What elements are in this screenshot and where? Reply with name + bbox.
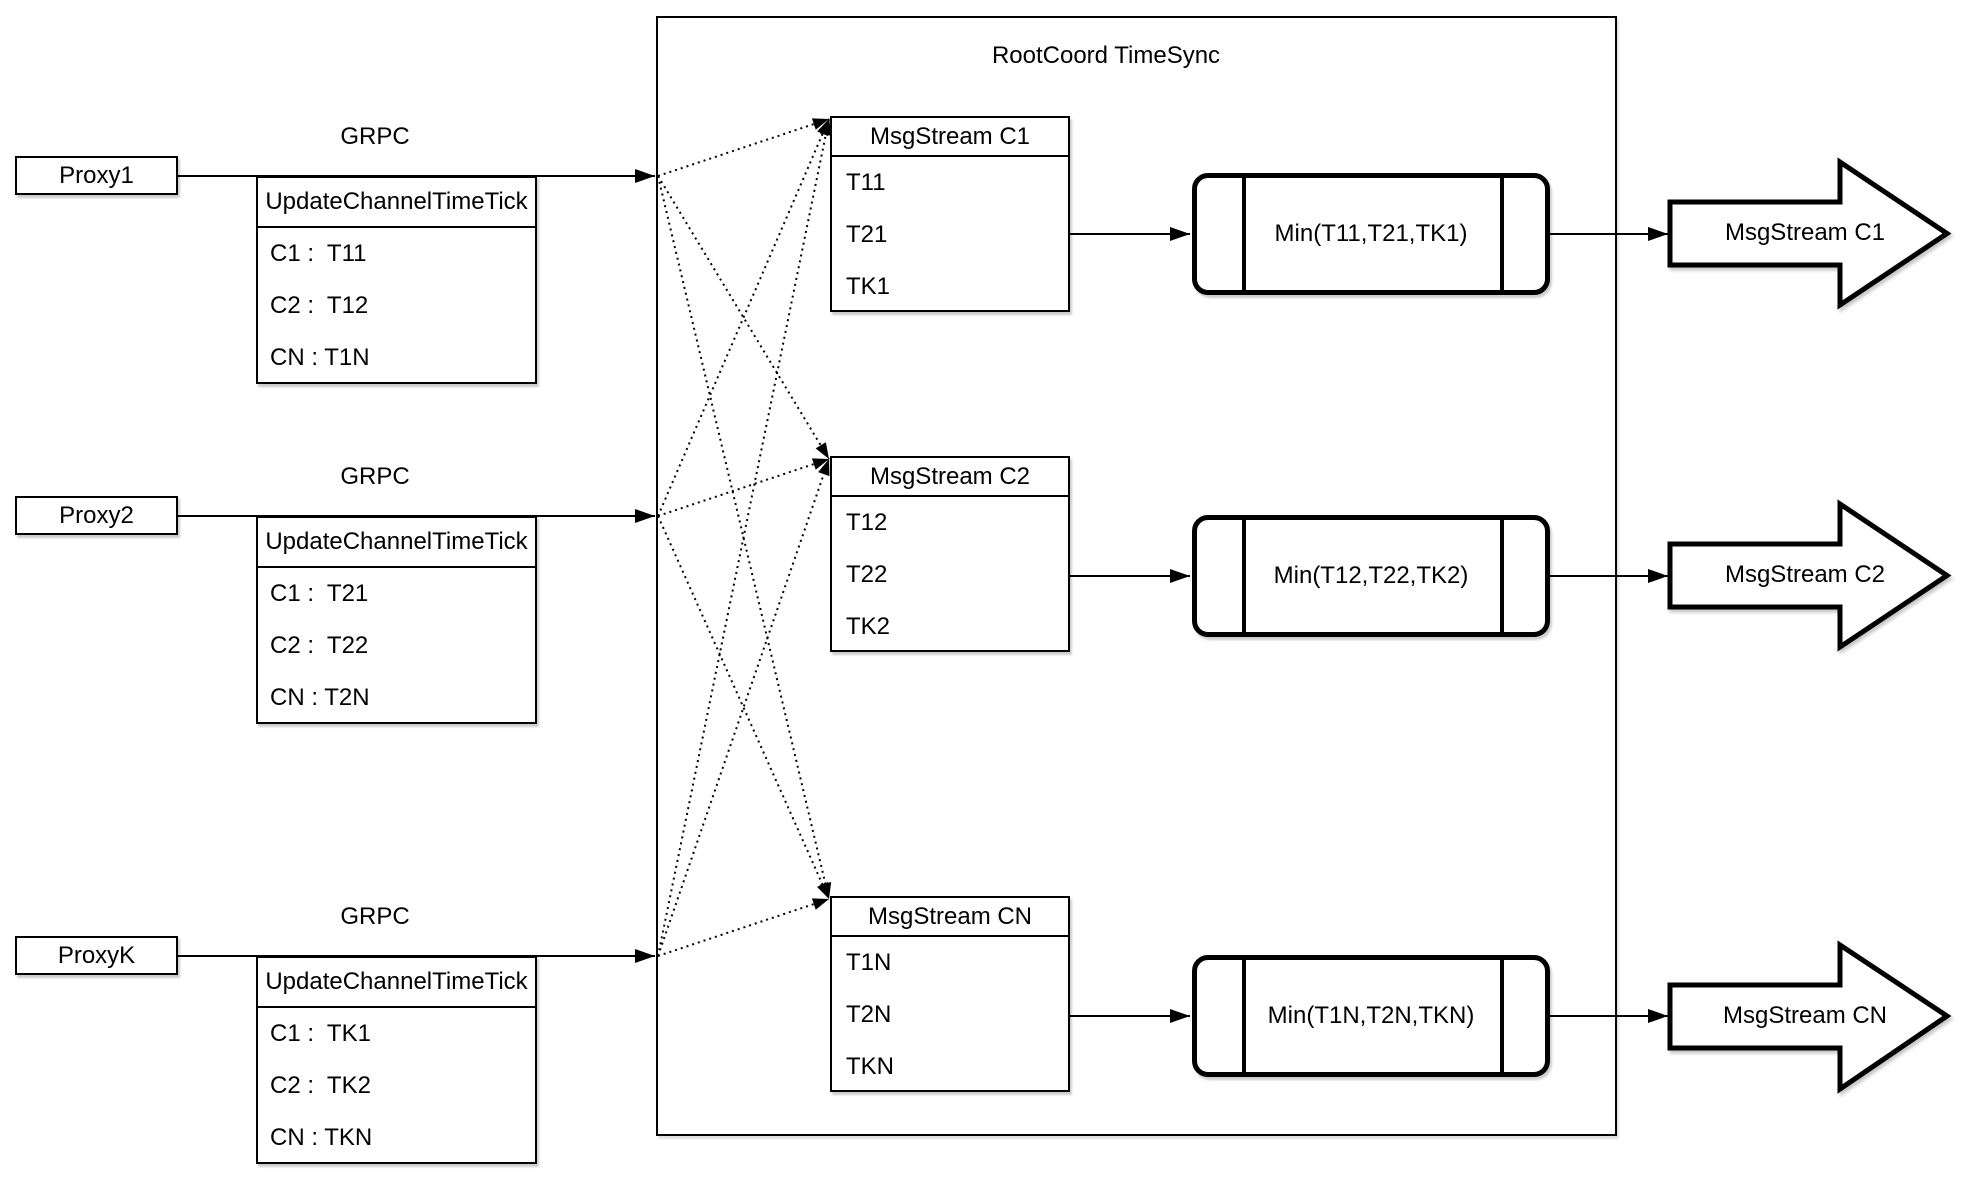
timetick-table-1: UpdateChannelTimeTick C1 : T11 C2 : T12 …	[256, 176, 537, 384]
msgstream-box-cn-title: MsgStream CN	[832, 898, 1068, 937]
timetick-table-3-row: C1 : TK1	[270, 1020, 371, 1047]
timetick-table-1-title: UpdateChannelTimeTick	[258, 178, 535, 228]
grpc-label-3: GRPC	[340, 903, 410, 930]
timetick-table-2-row: C1 : T21	[270, 580, 369, 607]
msgstream-cn-tick: T1N	[846, 949, 892, 976]
link-proxy1-c2	[657, 175, 830, 460]
process-divider	[1500, 178, 1504, 290]
timetick-table-3-row: CN : TKN	[270, 1124, 373, 1151]
msgstream-c2-tick: TK2	[846, 613, 891, 640]
min-label-2: Min(T12,T22,TK2)	[1273, 562, 1469, 589]
msgstream-c1-tick: TK1	[846, 273, 891, 300]
grpc-label-1: GRPC	[340, 123, 410, 150]
min-process-box-n: Min(T1N,T2N,TKN)	[1192, 955, 1550, 1077]
link-proxy1-c1	[657, 118, 830, 177]
link-proxyk-c1	[657, 118, 832, 957]
msgstream-box-c1: MsgStream C1 T11 T21 TK1	[830, 116, 1070, 312]
msgstream-c1-tick: T11	[846, 169, 886, 196]
process-divider	[1242, 178, 1246, 290]
output-arrow-c1	[1667, 157, 1952, 310]
proxy2-box: Proxy2	[15, 496, 178, 535]
min-label-1: Min(T11,T21,TK1)	[1274, 220, 1468, 247]
link-proxy2-c1	[657, 118, 830, 517]
msgstream-c2-tick: T12	[846, 509, 888, 536]
output-arrow-cn	[1667, 940, 1952, 1094]
process-divider	[1242, 960, 1246, 1072]
proxyk-label: ProxyK	[57, 941, 136, 969]
proxy1-box: Proxy1	[15, 156, 178, 195]
process-divider	[1242, 520, 1246, 632]
timetick-table-2-row: CN : T2N	[270, 684, 370, 711]
proxy1-label: Proxy1	[59, 161, 134, 189]
proxyk-box: ProxyK	[15, 936, 178, 975]
output-arrow-label-c2: MsgStream C2	[1724, 561, 1886, 588]
fanout-links	[657, 118, 832, 957]
timetick-table-2-title: UpdateChannelTimeTick	[258, 518, 535, 568]
min-label-n: Min(T1N,T2N,TKN)	[1267, 1002, 1475, 1029]
output-arrow-c2	[1667, 499, 1952, 652]
timetick-table-3-title: UpdateChannelTimeTick	[258, 958, 535, 1008]
output-arrow-label-cn: MsgStream CN	[1722, 1002, 1888, 1029]
min-process-box-1: Min(T11,T21,TK1)	[1192, 173, 1550, 295]
msgstream-cn-tick: T2N	[846, 1001, 892, 1028]
msgstream-cn-tick: TKN	[846, 1053, 894, 1080]
msgstream-box-c1-title: MsgStream C1	[832, 118, 1068, 157]
proxy2-label: Proxy2	[59, 501, 134, 529]
process-divider	[1500, 960, 1504, 1072]
msgstream-box-cn: MsgStream CN T1N T2N TKN	[830, 896, 1070, 1092]
msgstream-box-c2: MsgStream C2 T12 T22 TK2	[830, 456, 1070, 652]
grpc-label-2: GRPC	[340, 463, 410, 490]
timetick-table-2-row: C2 : T22	[270, 632, 369, 659]
output-arrow-label-c1: MsgStream C1	[1724, 219, 1886, 246]
timetick-table-2: UpdateChannelTimeTick C1 : T21 C2 : T22 …	[256, 516, 537, 724]
timetick-table-3: UpdateChannelTimeTick C1 : TK1 C2 : TK2 …	[256, 956, 537, 1164]
msgstream-box-c2-title: MsgStream C2	[832, 458, 1068, 497]
link-proxy2-c2	[657, 458, 830, 517]
min-process-box-2: Min(T12,T22,TK2)	[1192, 515, 1550, 637]
msgstream-c2-tick: T22	[846, 561, 888, 588]
timetick-table-1-row: C2 : T12	[270, 292, 369, 319]
link-proxyk-cn	[657, 898, 830, 957]
timetick-table-3-row: C2 : TK2	[270, 1072, 371, 1099]
link-proxy1-cn	[657, 175, 832, 900]
timetick-table-1-row: CN : T1N	[270, 344, 370, 371]
link-proxy2-cn	[657, 515, 830, 900]
rootcoord-title: RootCoord TimeSync	[991, 42, 1221, 69]
msgstream-c1-tick: T21	[846, 221, 888, 248]
process-divider	[1500, 520, 1504, 632]
timetick-table-1-row: C1 : T11	[270, 240, 367, 267]
